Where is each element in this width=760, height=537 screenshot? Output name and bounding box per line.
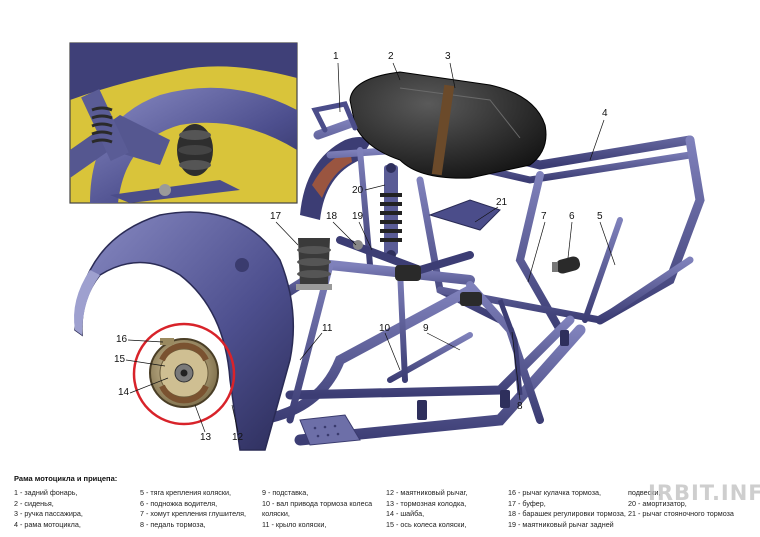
brake-pedal [497, 299, 523, 396]
legend-entry: 19 - маятниковый рычаг задней [508, 519, 614, 529]
legend-entry: 16 - рычаг кулачка тормоза, [508, 488, 601, 497]
legend-entry: 9 - подставка, [262, 488, 309, 497]
motorcycle-frame [313, 115, 705, 334]
legend-entry: 15 - ось колеса коляски, [386, 519, 467, 529]
footboard [299, 414, 361, 446]
leader-lines [125, 62, 616, 433]
callout-19: 19 [352, 211, 364, 222]
brake-drum [149, 338, 219, 408]
shock-absorber [380, 163, 402, 260]
legend-column-1: 1 - задний фонарь, 2 - сиденья, 3 - ручк… [14, 488, 83, 530]
callout-11: 11 [322, 323, 333, 334]
callout-17: 17 [270, 211, 282, 222]
legend-entry: 12 - маятниковый рычаг, [386, 488, 468, 497]
legend-entry: 14 - шайба, [386, 509, 425, 519]
inset-detail [69, 42, 298, 204]
callout-8: 8 [517, 401, 523, 412]
legend-column-3: 9 - подставка, 10 - вал привода тормоза … [262, 488, 372, 530]
callout-7: 7 [541, 211, 547, 222]
legend-entry: 11 - крыло коляски, [262, 519, 327, 529]
legend-entry: 5 - тяга крепления коляски, [140, 488, 232, 497]
callout-10: 10 [379, 323, 391, 334]
callout-9: 9 [423, 323, 429, 334]
callout-20: 20 [352, 185, 364, 196]
legend-entry: 13 - тормозная колодка, [386, 498, 467, 508]
callout-2: 2 [388, 51, 394, 62]
legend-entry: коляски, [262, 509, 290, 519]
legend-entry: 8 - педаль тормоза, [140, 519, 206, 529]
passenger-handle [311, 101, 358, 133]
motorcycle-frame-illustration [69, 42, 705, 451]
callout-18: 18 [326, 211, 338, 222]
legend-column-5: 16 - рычаг кулачка тормоза, 17 - буфер, … [508, 488, 626, 530]
callout-14: 14 [118, 387, 130, 398]
legend-entry: 2 - сиденья, [14, 498, 54, 508]
legend: Рама мотоцикла и прицепа: 1 - задний фон… [14, 474, 754, 534]
callout-12: 12 [232, 432, 244, 443]
legend-entry: 1 - задний фонарь, [14, 488, 78, 497]
callout-3: 3 [445, 51, 451, 62]
callout-4: 4 [602, 108, 608, 119]
rider-footpeg [552, 256, 581, 274]
callout-16: 16 [116, 334, 128, 345]
legend-entry: 3 - ручка пассажира, [14, 509, 83, 519]
parking-brake-lever [428, 199, 501, 231]
legend-entry: 17 - буфер, [508, 498, 546, 508]
legend-entry: 4 - рама мотоцикла, [14, 519, 81, 529]
legend-title: Рама мотоцикла и прицепа: [14, 474, 118, 483]
callout-15: 15 [114, 354, 126, 365]
callout-5: 5 [597, 211, 603, 222]
legend-entry: 10 - вал привода тормоза колеса [262, 498, 373, 508]
legend-column-2: 5 - тяга крепления коляски, 6 - подножка… [140, 488, 246, 530]
callout-21: 21 [496, 197, 508, 208]
sidecar-fender [74, 211, 295, 451]
legend-column-6: подвески, 20 - амортизатор, 21 - рычаг с… [628, 488, 734, 520]
legend-entry: 6 - подножка водителя, [140, 498, 218, 508]
legend-column-4: 12 - маятниковый рычаг, 13 - тормозная к… [386, 488, 467, 530]
watermark: IRBIT.INFO [648, 481, 760, 505]
legend-entry: подвески, [628, 488, 661, 497]
seat [349, 71, 547, 179]
swing-arm [336, 236, 482, 306]
callout-1: 1 [333, 51, 339, 62]
highlight-ring [132, 322, 236, 426]
legend-entry: 7 - хомут крепления глушителя, [140, 509, 246, 519]
legend-entry: 18 - барашек регулировки тормоза, [508, 509, 626, 519]
rear-fender [300, 137, 372, 220]
rubber-buffer [296, 238, 332, 290]
legend-entry: 21 - рычаг стояночного тормоза [628, 509, 734, 519]
callout-6: 6 [569, 211, 575, 222]
callout-13: 13 [200, 432, 212, 443]
legend-entry: 20 - амортизатор, [628, 498, 687, 508]
